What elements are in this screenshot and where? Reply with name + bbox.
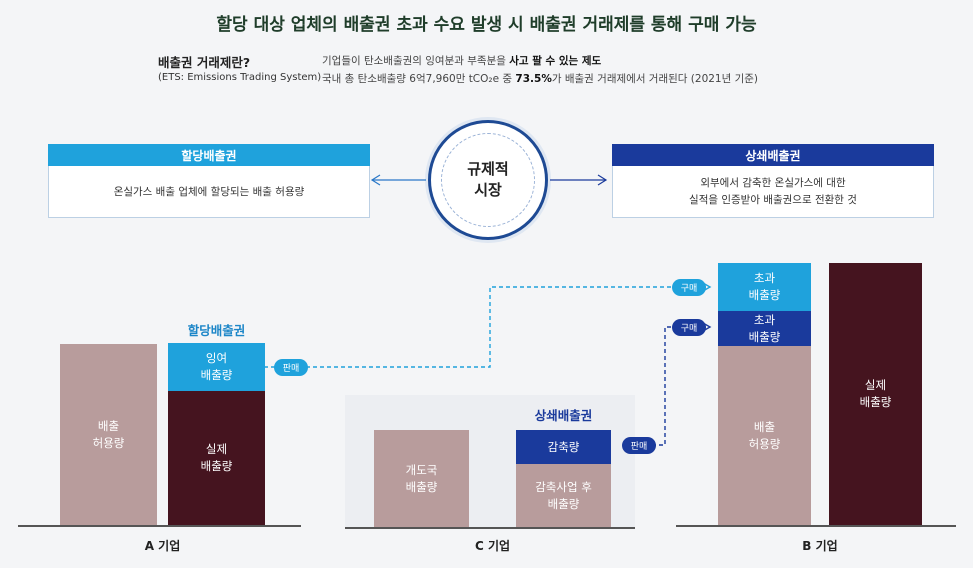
company-c-baseline (345, 527, 635, 529)
b-allowance-label-2: 허용량 (748, 436, 781, 451)
right-arrow (550, 174, 608, 186)
company-b-actual-bar: 실제 배출량 (829, 263, 922, 525)
ets-term-english: (ETS: Emissions Trading System) (158, 72, 322, 83)
a-surplus-label-1: 잉여 (205, 351, 228, 365)
c-after-label-1: 감축사업 후 (535, 479, 592, 494)
c-developing-label-2: 배출량 (405, 479, 438, 494)
company-b-excess-bar-1: 초과 배출량 (718, 263, 811, 311)
b-excess2-label-1: 초과 (753, 312, 776, 327)
c-developing-label-1: 개도국 (405, 462, 438, 477)
regulatory-market-label: 규제적 시장 (431, 123, 545, 237)
c-sell-badge: 판매 (622, 437, 656, 454)
company-b-baseline (676, 525, 956, 527)
ets-def2-text: 국내 총 탄소배출량 6억7,960만 tCO₂e 중 (322, 73, 516, 85)
ets-def2-tail: 가 배출권 거래제에서 거래된다 (2021년 기준) (551, 73, 759, 85)
company-c-name: C 기업 (474, 539, 511, 553)
b-actual-label-1: 실제 (864, 378, 887, 392)
ets-definition-line-1: 기업들이 탄소배출권의 잉여분과 부족분을 사고 팔 수 있는 제도 (322, 53, 601, 68)
company-a-surplus-bar: 잉여 배출량 (168, 343, 265, 391)
offset-credit-box: 상쇄배출권 외부에서 감축한 온실가스에 대한 실적을 인증받아 배출권으로 전… (612, 144, 934, 218)
offset-credit-header: 상쇄배출권 (612, 144, 934, 166)
b-allowance-label-1: 배출 (753, 419, 776, 434)
a-actual-label-1: 실제 (205, 442, 228, 456)
ets-definition-line-2: 국내 총 탄소배출량 6억7,960만 tCO₂e 중 73.5%가 배출권 거… (322, 71, 758, 86)
offset-desc-line-2: 실적을 인증받아 배출권으로 전환한 것 (689, 194, 857, 206)
regulatory-market-circle: 규제적 시장 (428, 120, 548, 240)
company-a-allowance-bar: 배출 허용량 (60, 344, 157, 525)
company-a-baseline (18, 525, 301, 527)
b-excess1-label-1: 초과 (753, 271, 776, 285)
ets-term: 배출권 거래제란? (158, 55, 251, 70)
a-to-b-dashed-line (264, 282, 712, 368)
c-after-label-2: 배출량 (547, 496, 580, 511)
market-line-1: 규제적 (467, 160, 509, 178)
company-b-excess-bar-2: 초과 배출량 (718, 311, 811, 346)
ets-def1-text: 기업들이 탄소배출권의 잉여분과 부족분을 (322, 55, 510, 67)
company-c-section-label: 상쇄배출권 (534, 408, 593, 423)
company-a-actual-bar: 실제 배출량 (168, 391, 265, 525)
a-allowance-label-1: 배출 (97, 418, 120, 433)
a-allowance-label-2: 허용량 (92, 435, 125, 450)
a-surplus-label-2: 배출량 (200, 368, 233, 382)
company-b-allowance-bar: 배출 허용량 (718, 346, 811, 525)
ets-def2-bold: 73.5% (515, 73, 552, 85)
b-actual-label-2: 배출량 (859, 395, 892, 409)
offset-credit-description: 외부에서 감축한 온실가스에 대한 실적을 인증받아 배출권으로 전환한 것 (613, 175, 933, 209)
allocated-allowance-box: 할당배출권 온실가스 배출 업체에 할당되는 배출 허용량 (48, 144, 370, 218)
a-actual-label-2: 배출량 (200, 459, 233, 473)
b-excess1-label-2: 배출량 (748, 288, 781, 302)
market-line-2: 시장 (474, 181, 502, 199)
company-a-section-label: 할당배출권 (187, 323, 246, 338)
ets-def1-bold: 사고 팔 수 있는 제도 (509, 55, 602, 67)
company-c-developing-bar: 개도국 배출량 (374, 430, 469, 527)
company-c-after-bar: 감축사업 후 배출량 (516, 464, 611, 527)
left-arrow (370, 174, 426, 186)
allocated-allowance-description: 온실가스 배출 업체에 할당되는 배출 허용량 (113, 185, 305, 198)
company-a-name: A 기업 (144, 539, 181, 553)
b-buy-badge-1: 구매 (672, 279, 706, 296)
company-b-name: B 기업 (802, 539, 838, 553)
company-c-reduction-bar: 감축량 (516, 430, 611, 464)
circle-dashed-ring (441, 133, 535, 227)
allocated-allowance-header: 할당배출권 (48, 144, 370, 166)
b-buy-badge-2: 구매 (672, 319, 706, 336)
page-title: 할당 대상 업체의 배출권 초과 수요 발생 시 배출권 거래제를 통해 구매 … (216, 15, 757, 35)
b-excess2-label-2: 배출량 (748, 329, 781, 344)
a-sell-badge: 판매 (274, 359, 308, 376)
offset-desc-line-1: 외부에서 감축한 온실가스에 대한 (700, 177, 846, 189)
